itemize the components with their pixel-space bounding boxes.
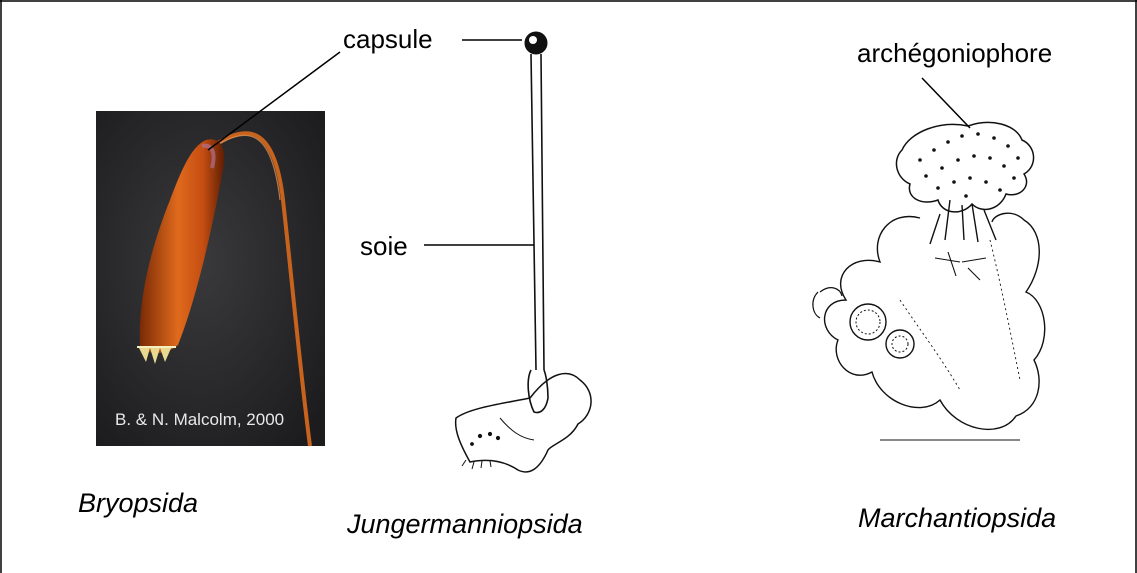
jungermanniopsida-drawing (456, 32, 591, 472)
archegoniophore-leader (922, 78, 970, 128)
taxon-jungermanniopsida: Jungermanniopsida (347, 511, 583, 538)
taxon-marchantiopsida: Marchantiopsida (858, 505, 1056, 532)
soie-label: soie (360, 233, 408, 259)
photo-credit: B. & N. Malcolm, 2000 (115, 410, 284, 429)
archegoniophore-label: archégoniophore (857, 40, 1052, 66)
capsule-label: capsule (343, 26, 433, 52)
marchantiopsida-drawing (813, 122, 1045, 440)
taxon-bryopsida: Bryopsida (78, 490, 198, 517)
bryopsida-photo (96, 111, 325, 446)
